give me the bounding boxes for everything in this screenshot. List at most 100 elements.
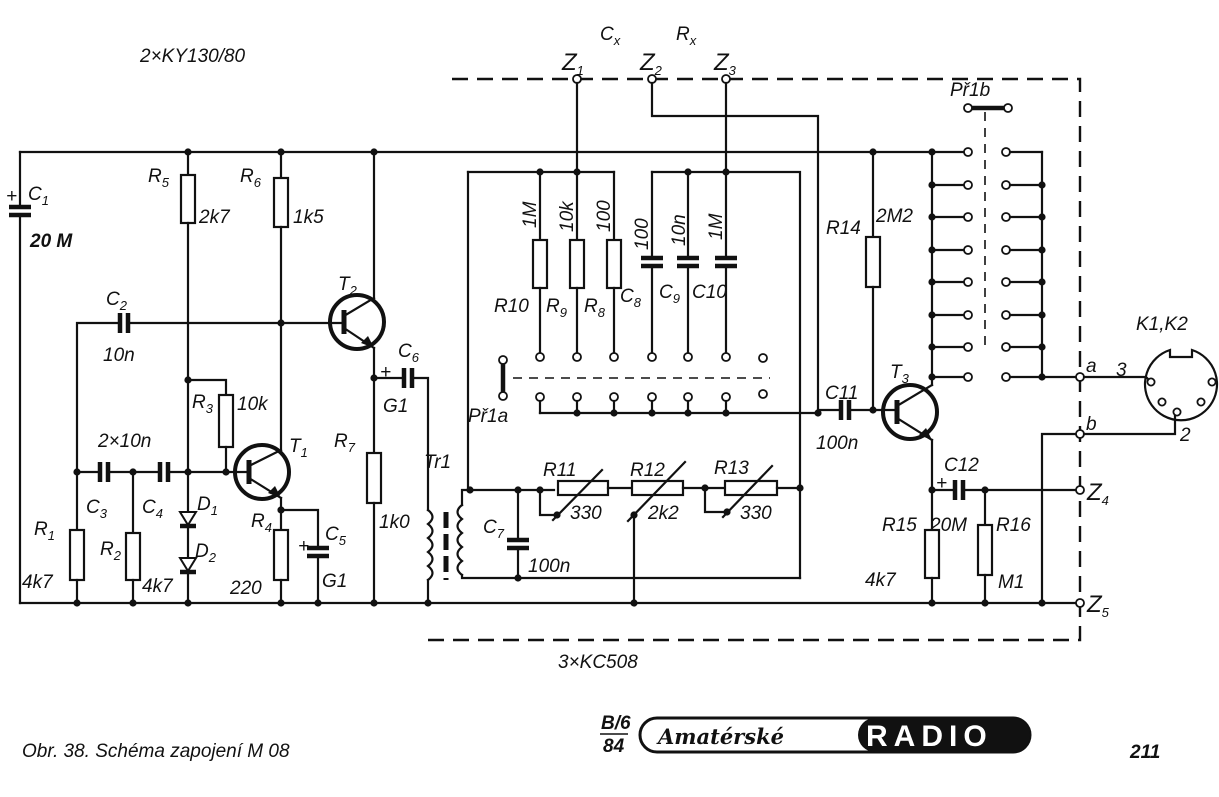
- switch-contact: [963, 147, 973, 157]
- label: 10n: [103, 345, 135, 366]
- wire: [75, 321, 121, 474]
- junction-dot: [928, 278, 936, 286]
- r15-label: R15: [882, 515, 917, 536]
- junction-dot: [630, 599, 638, 607]
- wire: [650, 170, 802, 580]
- switch-contact: [1001, 147, 1011, 157]
- junction-dot: [277, 148, 285, 156]
- resistor-r6: [272, 176, 290, 229]
- label: C3: [86, 497, 108, 521]
- junction-dot: [129, 468, 137, 476]
- junction-dot: [684, 168, 692, 176]
- junction-dot: [222, 468, 230, 476]
- transistor-envelope: [328, 293, 386, 351]
- switch-contact: [1001, 245, 1011, 255]
- junction-dot: [370, 374, 378, 382]
- label: T1: [289, 436, 308, 460]
- junction-dot: [928, 246, 936, 254]
- resistor-r7: [365, 451, 383, 505]
- r13-label: R13: [714, 458, 749, 479]
- diode-d1: [178, 511, 198, 529]
- transformer-secondary: [456, 503, 464, 577]
- capacitor-c10: [715, 255, 737, 269]
- switch-contact: [1001, 310, 1011, 320]
- junction-dot: [184, 376, 192, 384]
- diode-d2: [178, 557, 198, 575]
- resistor-r2: [124, 531, 142, 582]
- label: 330: [740, 503, 772, 524]
- label: 100n: [528, 556, 570, 577]
- resistor-r15: [923, 528, 941, 580]
- label: G1: [322, 571, 347, 592]
- resistor-r16: [976, 523, 994, 577]
- wire: [703, 486, 729, 514]
- label: 1M: [520, 201, 541, 228]
- junction-dot: [314, 599, 322, 607]
- label: Z1: [561, 49, 584, 78]
- terminal-z4: [1075, 485, 1085, 495]
- logo-word: RADIO: [866, 720, 993, 753]
- label: R8: [584, 296, 606, 320]
- transistor-t1: [233, 443, 291, 501]
- switch-contact: [963, 103, 973, 113]
- switch-contact: [1001, 342, 1011, 352]
- switch-contact: [963, 372, 973, 382]
- label: R3: [192, 392, 214, 416]
- label: a: [1086, 356, 1097, 377]
- label: 330: [570, 503, 602, 524]
- label: Z4: [1086, 479, 1109, 508]
- junction-dot: [370, 599, 378, 607]
- label: C8: [620, 286, 642, 310]
- capacitor-c1: [9, 204, 31, 218]
- label: R4: [251, 511, 272, 535]
- transistor-t3: [881, 383, 939, 442]
- label: 1k0: [379, 512, 410, 533]
- connector-pin: [1207, 377, 1217, 387]
- transistor-t2: [328, 293, 386, 351]
- emitter-arrow: [361, 336, 374, 348]
- switch-contact: [498, 355, 508, 365]
- label: R9: [546, 296, 567, 320]
- terminal-b: [1075, 429, 1085, 439]
- label: M1: [998, 572, 1024, 593]
- junction-dot: [814, 409, 822, 417]
- pr1a-label: Př1a: [468, 406, 508, 427]
- switch-contact: [609, 352, 619, 362]
- resistor-r10: [531, 238, 549, 290]
- label: R6: [240, 166, 262, 190]
- transistor-collector: [342, 296, 376, 318]
- label: 4k7: [865, 570, 897, 591]
- label: R1: [34, 519, 55, 543]
- c10-label: C10: [692, 282, 727, 303]
- label: 100: [632, 218, 653, 250]
- switch-contact: [1001, 277, 1011, 287]
- c12-label: C12: [944, 455, 979, 476]
- transformer-primary: [426, 508, 434, 582]
- label: R5: [148, 166, 170, 190]
- switch-contact: [1003, 103, 1013, 113]
- connector-pin: [1196, 397, 1206, 407]
- label: C4: [142, 497, 163, 521]
- label: +: [380, 362, 391, 383]
- wire: [411, 376, 430, 512]
- switch-contact: [609, 392, 619, 402]
- cx-label: Cx: [600, 24, 621, 48]
- junction-dot: [184, 599, 192, 607]
- label: +: [298, 536, 309, 557]
- connector-label: K1,K2: [1136, 314, 1188, 335]
- diode-note: 2×KY130/80: [139, 46, 246, 67]
- switch-contact: [758, 353, 768, 363]
- wire: [538, 488, 559, 517]
- label: 20 M: [29, 231, 73, 252]
- transistor-note: 3×KC508: [558, 652, 638, 673]
- capacitor-c12: [952, 480, 966, 500]
- switch-contact: [683, 392, 693, 402]
- label: C2: [106, 289, 128, 313]
- capacitor-c3: [97, 462, 111, 482]
- junction-dot: [424, 599, 432, 607]
- label: R2: [100, 539, 122, 563]
- c11-label: C11: [825, 383, 858, 404]
- label: C7: [483, 517, 505, 541]
- transistor-envelope: [233, 443, 291, 501]
- r16-label: R16: [996, 515, 1031, 536]
